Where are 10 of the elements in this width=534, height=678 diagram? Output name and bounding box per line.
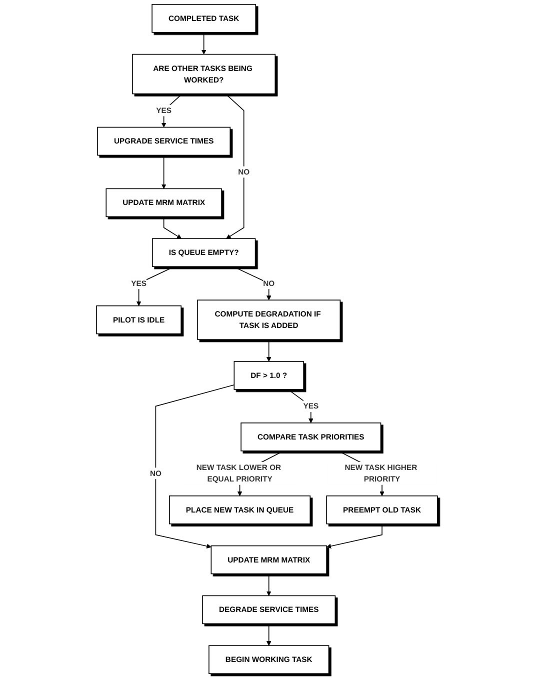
arrow	[163, 216, 182, 239]
arrow	[161, 154, 166, 189]
arrow	[266, 573, 272, 596]
arrow	[225, 93, 244, 239]
arrow	[266, 339, 272, 362]
arrow	[155, 384, 235, 548]
arrow	[266, 623, 272, 646]
arrow	[288, 389, 314, 424]
arrow	[201, 32, 206, 55]
arrow	[326, 523, 382, 548]
